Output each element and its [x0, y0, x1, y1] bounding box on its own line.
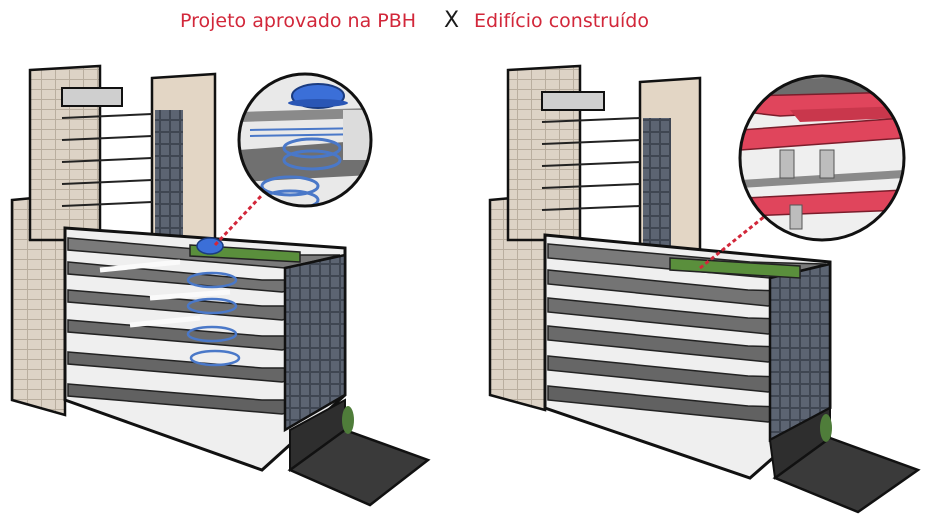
- title-versus-separator: X: [444, 8, 460, 33]
- right-roof-garden: [669, 257, 801, 279]
- right-roof-machine-room: [541, 91, 605, 111]
- left-roof-machine-room: [61, 87, 123, 107]
- approved-project-building: [10, 64, 431, 507]
- left-driveway-ramp: [287, 428, 431, 507]
- left-zoom-detail: [237, 72, 373, 208]
- left-blue-railings: [186, 271, 241, 367]
- left-white-beams: [99, 259, 231, 328]
- right-core-glazing: [643, 118, 671, 250]
- right-upper-floor-lines: [541, 117, 641, 211]
- title-approved-project: Projeto aprovado na PBH: [180, 10, 417, 32]
- right-shrub: [820, 414, 832, 442]
- built-building: [488, 64, 921, 514]
- right-zoom-detail: [738, 74, 906, 242]
- left-leader-line: [213, 193, 264, 247]
- right-leader-line: [699, 210, 771, 270]
- title-row: Projeto aprovado na PBH X Edifício const…: [0, 8, 926, 44]
- right-driveway-ramp: [772, 436, 921, 514]
- left-core-glazing: [155, 110, 183, 240]
- left-blue-dome: [196, 237, 224, 255]
- left-shrub: [342, 406, 354, 434]
- title-built-building: Edifício construído: [474, 10, 649, 32]
- left-front-glass-facade: [283, 253, 347, 433]
- left-upper-floor-lines: [61, 113, 153, 207]
